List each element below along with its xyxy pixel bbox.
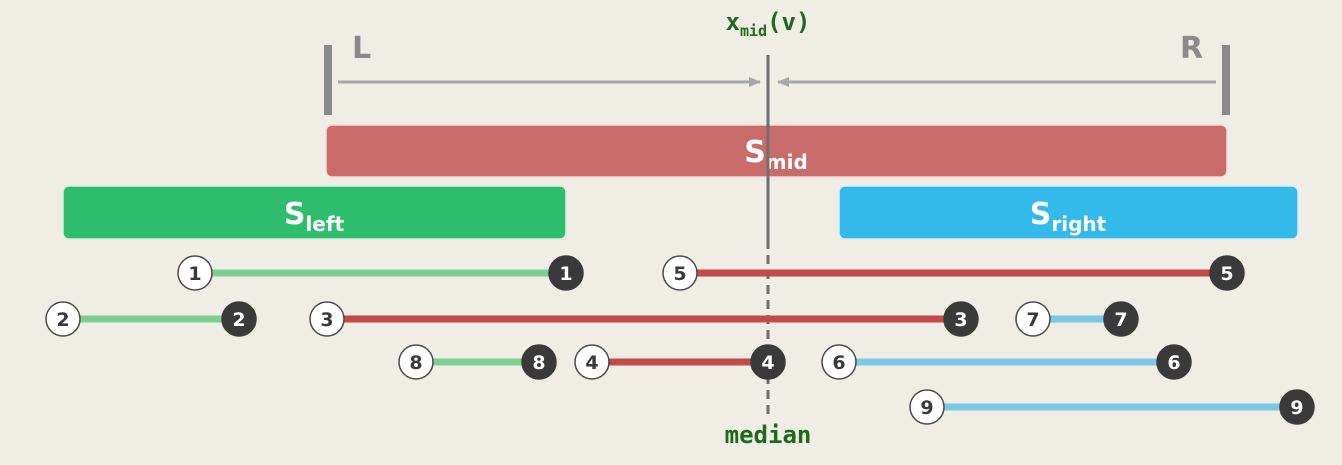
interval-end-id: 7: [1114, 309, 1127, 331]
interval-end-marker: [221, 301, 257, 337]
interval-end-id: 4: [761, 352, 774, 374]
xmid-label: xmid(v): [726, 8, 811, 40]
interval-1: 1 1: [177, 255, 584, 291]
interval-end-id: 8: [532, 352, 545, 374]
interval-end-marker: [1209, 255, 1245, 291]
interval-end-id: 3: [954, 309, 967, 331]
interval-3: 3 3: [309, 301, 979, 337]
median-label: median: [725, 421, 812, 449]
interval-7: 7 7: [1015, 301, 1139, 337]
set-right-label: Sright: [1030, 197, 1107, 236]
interval-start-marker: [1015, 301, 1051, 337]
interval-end-marker: [521, 344, 557, 380]
interval-end-id: 9: [1290, 397, 1303, 419]
interval-2: 2 2: [45, 301, 257, 337]
interval-start-id: 5: [673, 263, 686, 285]
interval-5: 5 5: [662, 255, 1245, 291]
interval-end-id: 6: [1167, 352, 1180, 374]
interval-9: 9 9: [909, 389, 1315, 425]
interval-end-marker: [943, 301, 979, 337]
interval-6: 6 6: [821, 344, 1192, 380]
set-mid-bar: [325, 124, 1228, 178]
interval-start-marker: [821, 344, 857, 380]
interval-start-marker: [574, 344, 610, 380]
interval-8: 8 8: [398, 344, 557, 380]
interval-start-id: 4: [585, 352, 598, 374]
interval-4: 4 4: [574, 344, 786, 380]
interval-end-marker: [1279, 389, 1315, 425]
set-right-bar: [838, 185, 1299, 240]
interval-end-marker: [750, 344, 786, 380]
interval-start-id: 7: [1026, 309, 1039, 331]
interval-end-marker: [1103, 301, 1139, 337]
left-bound-bar: [324, 45, 332, 115]
left-bound-label: L: [352, 31, 371, 66]
interval-end-id: 5: [1220, 263, 1233, 285]
interval-start-id: 2: [56, 309, 69, 331]
interval-start-id: 3: [320, 309, 333, 331]
interval-start-marker: [398, 344, 434, 380]
right-bound-bar: [1222, 45, 1230, 115]
interval-start-id: 8: [409, 352, 422, 374]
set-left-bar: [62, 185, 567, 240]
interval-start-id: 1: [188, 263, 201, 285]
interval-start-marker: [45, 301, 81, 337]
interval-start-marker: [909, 389, 945, 425]
interval-end-id: 1: [559, 263, 572, 285]
interval-start-marker: [177, 255, 213, 291]
interval-start-id: 6: [832, 352, 845, 374]
interval-end-id: 2: [232, 309, 245, 331]
interval-start-marker: [662, 255, 698, 291]
interval-start-marker: [309, 301, 345, 337]
set-mid-label: Smid: [744, 135, 808, 174]
interval-end-marker: [548, 255, 584, 291]
set-left-label: Sleft: [284, 197, 345, 236]
interval-end-marker: [1156, 344, 1192, 380]
interval-start-id: 9: [920, 397, 933, 419]
right-bound-label: R: [1180, 31, 1203, 66]
